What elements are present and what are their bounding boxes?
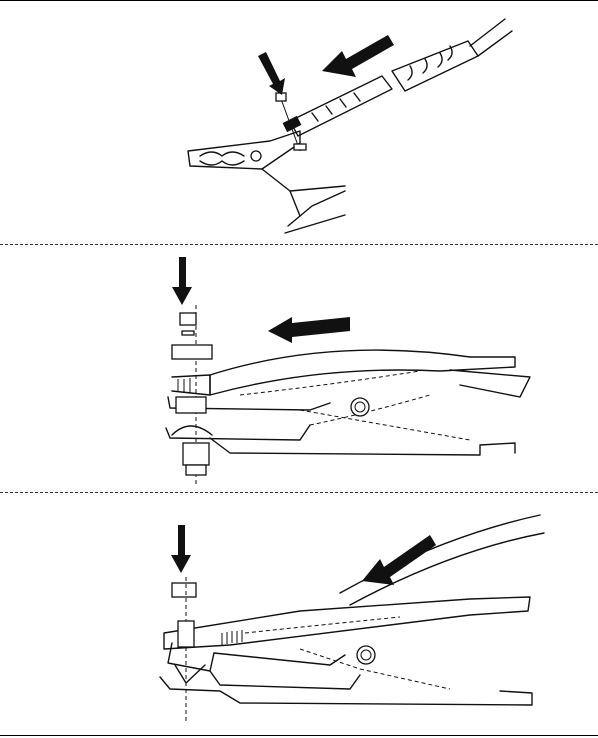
cable-sleeve xyxy=(391,40,479,92)
nut-icon xyxy=(179,312,197,326)
clamp-upper-handle xyxy=(163,596,531,650)
clamp-cable-diagram-1 xyxy=(187,18,513,234)
bolt-axis xyxy=(279,95,301,152)
cable-line xyxy=(339,514,541,594)
bolt-head-icon xyxy=(182,442,210,466)
clamp-jaws xyxy=(187,130,301,170)
arrow-down-icon xyxy=(171,525,191,573)
clamp-cable-diagram-2 xyxy=(165,257,531,485)
washer-icon xyxy=(293,143,307,151)
arrow-insert-icon xyxy=(362,535,436,585)
lower-jaw xyxy=(165,424,311,441)
nut-icon xyxy=(171,582,197,598)
clamp-upper-handle xyxy=(209,349,516,396)
panel-step-2 xyxy=(0,245,598,491)
arrow-down-icon xyxy=(172,257,192,305)
panel-step-3 xyxy=(0,493,598,735)
pivot xyxy=(356,645,376,665)
lower-jaw xyxy=(159,676,533,706)
top-border xyxy=(0,0,598,1)
pivot xyxy=(350,397,370,417)
clamp-cable-diagram-3 xyxy=(159,514,545,723)
bottom-border xyxy=(0,735,598,736)
clamp-handle xyxy=(289,75,393,137)
cable-line xyxy=(469,18,506,47)
arrow-insert-icon xyxy=(268,317,350,343)
arrow-insert-icon xyxy=(322,35,394,77)
divider-2 xyxy=(0,492,598,493)
pivot xyxy=(250,150,262,162)
spacer-icon xyxy=(171,344,213,360)
cable-crimp xyxy=(282,115,302,133)
upper-jaw xyxy=(167,396,331,411)
panel-step-1 xyxy=(0,1,598,244)
divider-1 xyxy=(0,244,598,245)
arrow-down-icon xyxy=(258,52,285,95)
